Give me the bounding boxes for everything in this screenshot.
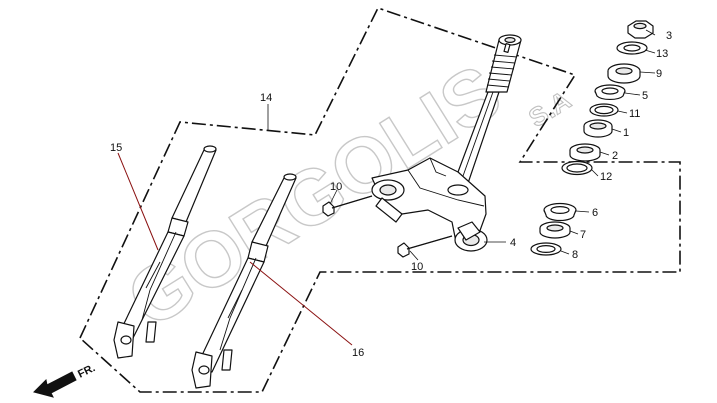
callout-4: 4: [510, 237, 516, 249]
callout-1: 1: [623, 127, 629, 139]
callout-9: 9: [656, 68, 662, 80]
callout-14: 14: [260, 92, 272, 104]
callout-labels: 14 15 16 10 10 4 3 13 9 5 11 1 2 12 6 7 …: [110, 30, 672, 359]
front-direction-label: FR.: [76, 362, 97, 381]
fork-leg-right: [191, 173, 297, 389]
callout-15: 15: [110, 142, 122, 154]
watermark-suffix: S.A: [523, 85, 576, 134]
steering-bearing-stack: [530, 20, 654, 256]
front-arrow-icon: [33, 371, 77, 398]
callout-8: 8: [572, 249, 578, 261]
assembly-boundary: [79, 7, 681, 393]
callout-13: 13: [656, 48, 668, 60]
callout-12: 12: [600, 171, 612, 183]
steering-stem: [371, 34, 522, 252]
callout-10-upper: 10: [330, 181, 342, 193]
bolt-lower: [397, 235, 453, 258]
leader-lines: [117, 29, 656, 346]
callout-16: 16: [352, 347, 364, 359]
callout-11: 11: [629, 108, 640, 120]
callout-10-lower: 10: [411, 261, 423, 273]
bolt-upper: [322, 195, 373, 217]
callout-2: 2: [612, 150, 618, 162]
callout-3: 3: [666, 30, 672, 42]
callout-5: 5: [642, 90, 648, 102]
callout-7: 7: [580, 229, 586, 241]
callout-6: 6: [592, 207, 598, 219]
fork-leg-left: [113, 145, 217, 359]
front-direction-indicator: FR.: [33, 362, 97, 398]
